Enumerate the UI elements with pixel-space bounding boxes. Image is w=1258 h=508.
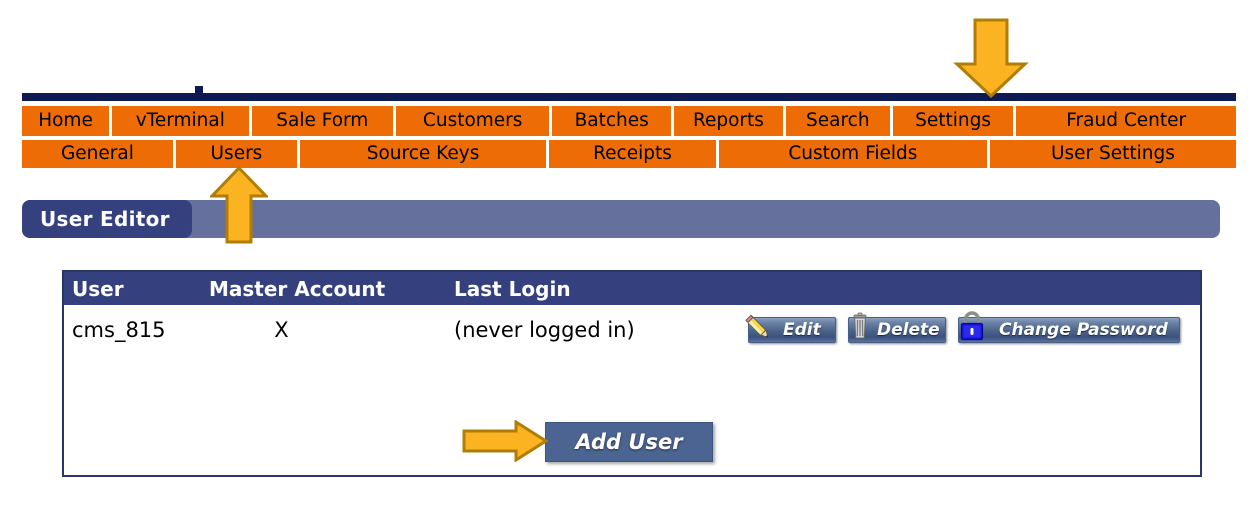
add-user-button[interactable]: Add User bbox=[545, 422, 713, 462]
lock-icon bbox=[955, 310, 989, 344]
add-user-button-label: Add User bbox=[575, 430, 683, 454]
nav-tab-customers[interactable]: Customers bbox=[396, 106, 550, 136]
column-header-user: User bbox=[72, 276, 124, 301]
cell-master-account: X bbox=[274, 318, 289, 342]
table-header-row: User Master Account Last Login bbox=[64, 272, 1200, 305]
edit-button[interactable]: Edit bbox=[745, 314, 836, 343]
nav-tab-settings[interactable]: Settings bbox=[892, 106, 1014, 136]
page-title-bar-background bbox=[22, 200, 1220, 238]
delete-button-label: Delete bbox=[877, 320, 940, 340]
row-action-buttons: Edit Delete bbox=[745, 311, 1200, 343]
cell-last-login: (never logged in) bbox=[454, 318, 635, 342]
nav-tab-search[interactable]: Search bbox=[785, 106, 890, 136]
nav-tab-user-settings[interactable]: User Settings bbox=[989, 140, 1237, 168]
page-title-bar: User Editor bbox=[22, 200, 1220, 238]
edit-button-label: Edit bbox=[783, 320, 821, 340]
table-row: cms_815 X (never logged in) Ed bbox=[64, 305, 1200, 351]
arrow-down-icon-settings bbox=[953, 18, 1029, 99]
nav-tab-vterminal[interactable]: vTerminal bbox=[112, 106, 249, 136]
delete-button[interactable]: Delete bbox=[848, 312, 946, 343]
page-title: User Editor bbox=[40, 207, 170, 231]
nav-tab-users[interactable]: Users bbox=[175, 140, 297, 168]
nav-tab-reports[interactable]: Reports bbox=[674, 106, 783, 136]
trash-icon bbox=[843, 311, 877, 345]
nav-tab-receipts[interactable]: Receipts bbox=[549, 140, 716, 168]
nav-tab-general[interactable]: General bbox=[22, 140, 173, 168]
nav-tab-fraud-center[interactable]: Fraud Center bbox=[1016, 106, 1236, 136]
nav-tab-home[interactable]: Home bbox=[22, 106, 110, 136]
nav-tab-batches[interactable]: Batches bbox=[552, 106, 672, 136]
change-password-button-label: Change Password bbox=[999, 320, 1168, 340]
change-password-button[interactable]: Change Password bbox=[958, 311, 1180, 343]
page-title-tab: User Editor bbox=[22, 200, 192, 238]
nav-tab-sale-form[interactable]: Sale Form bbox=[251, 106, 394, 136]
column-header-master-account: Master Account bbox=[209, 276, 386, 301]
nav-tab-source-keys[interactable]: Source Keys bbox=[299, 140, 547, 168]
nav-top-rule bbox=[22, 93, 1236, 101]
nav-tab-custom-fields[interactable]: Custom Fields bbox=[718, 140, 987, 168]
nav-top-rule-stub bbox=[195, 86, 203, 94]
user-table-panel: User Master Account Last Login cms_815 X… bbox=[62, 270, 1202, 477]
add-user-area: Add User bbox=[457, 420, 757, 466]
column-header-last-login: Last Login bbox=[454, 276, 571, 301]
cell-user: cms_815 bbox=[72, 318, 166, 342]
